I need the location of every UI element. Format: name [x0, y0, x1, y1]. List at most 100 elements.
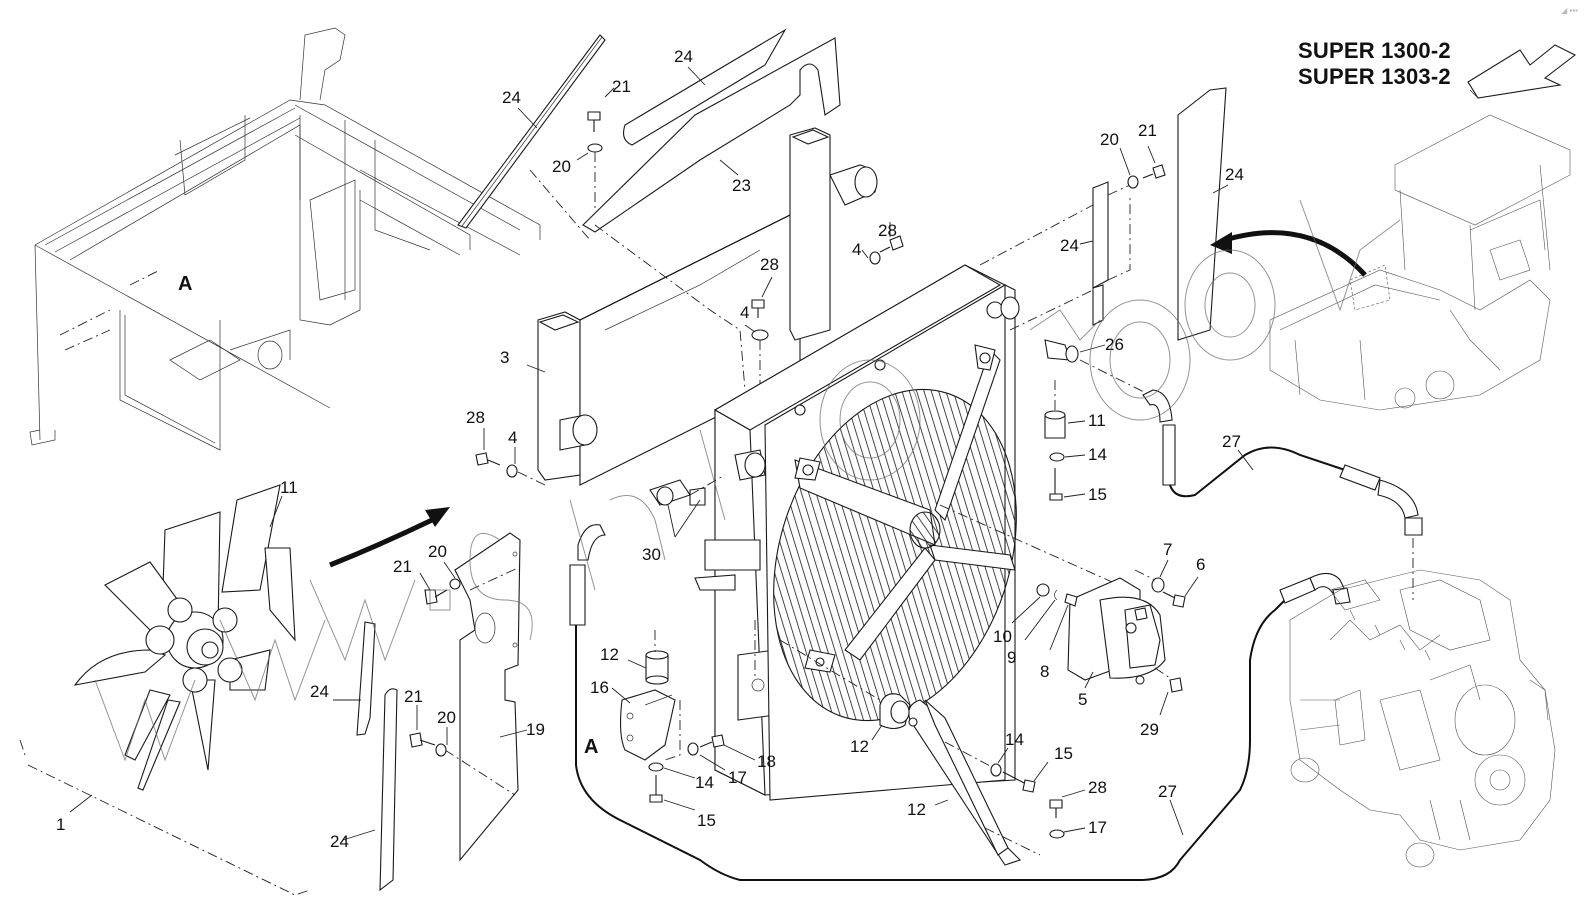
bolt-28-left: [475, 452, 546, 486]
callout-21c[interactable]: 21: [393, 557, 431, 591]
callout-24b[interactable]: 24: [674, 47, 706, 86]
callout-15a[interactable]: 15: [1063, 485, 1107, 504]
callout-label: 21: [1138, 121, 1157, 140]
callout-label: 6: [1196, 555, 1205, 574]
rubber-mount-upper: [1044, 380, 1066, 501]
callout-7[interactable]: 7: [1159, 540, 1172, 578]
callout-25[interactable]: 26: [1079, 335, 1124, 354]
callout-24d[interactable]: 24: [310, 682, 361, 701]
callout-11[interactable]: 11: [269, 478, 298, 528]
callout-20c[interactable]: 20: [428, 542, 456, 579]
strip-23: [1092, 181, 1131, 326]
callout-24c[interactable]: 24: [1212, 165, 1244, 194]
fitting-29: [1154, 667, 1183, 693]
callout-label: 19: [526, 720, 545, 739]
callout-27[interactable]: 27: [1158, 782, 1184, 836]
curved-arrow-icon: [329, 507, 450, 568]
callout-15b[interactable]: 15: [663, 799, 716, 830]
callout-14b[interactable]: 14: [663, 767, 714, 792]
callout-label: 11: [280, 478, 298, 497]
callout-17b[interactable]: 17: [1063, 818, 1107, 837]
callout-label: 24: [310, 682, 329, 701]
callout-16[interactable]: 16: [590, 678, 631, 704]
callout-label: 5: [1078, 690, 1087, 709]
centerline: [1009, 289, 1094, 331]
callout-label: 28: [1088, 778, 1107, 797]
callout-18[interactable]: 18: [723, 744, 776, 771]
callout-20a[interactable]: 20: [552, 152, 589, 176]
view-marker-a-top: A: [178, 273, 192, 295]
seal-strip-lower-b: [379, 688, 398, 892]
callout-20b[interactable]: 20: [1100, 130, 1131, 176]
callout-label: 28: [760, 255, 779, 274]
callout-12b[interactable]: 12: [600, 645, 647, 669]
callout-26[interactable]: 27: [1222, 432, 1254, 471]
callout-label: 12: [850, 737, 869, 756]
callout-9[interactable]: 9: [1007, 599, 1056, 667]
radiator: [694, 264, 1020, 801]
bolt-21-right: [1127, 164, 1166, 189]
hose-27: [569, 524, 1351, 881]
callout-5[interactable]: 5: [1078, 671, 1094, 709]
callout-4b[interactable]: 4: [740, 303, 756, 333]
callout-21a[interactable]: 21: [604, 77, 631, 98]
callout-1[interactable]: 1: [56, 794, 93, 834]
hydraulic-motor: [1067, 577, 1166, 685]
callout-20d[interactable]: 20: [437, 708, 456, 745]
view-marker-a-bottom: A: [584, 736, 598, 758]
callout-label: 29: [1140, 720, 1159, 739]
callout-label: 20: [552, 157, 571, 176]
bolt-28-center: [751, 299, 769, 385]
callout-label: 21: [404, 687, 423, 706]
callout-label: 12: [907, 800, 926, 819]
callout-3[interactable]: 3: [500, 348, 546, 373]
callout-label: 7: [1163, 540, 1172, 559]
callout-23[interactable]: 24: [1060, 236, 1094, 255]
callout-label: 17: [1088, 818, 1107, 837]
callout-8[interactable]: 8: [1040, 604, 1069, 681]
callout-10[interactable]: 10: [993, 596, 1041, 646]
callout-label: 23: [732, 176, 751, 195]
callout-14a[interactable]: 14: [1064, 445, 1107, 464]
callout-label: 20: [1100, 130, 1119, 149]
watermark: [94, 199, 1401, 762]
callout-28a[interactable]: 28: [466, 408, 485, 450]
callout-label: 1: [56, 815, 65, 834]
curved-arrow-machine-icon: [1210, 230, 1367, 277]
callout-13[interactable]: 12: [907, 799, 949, 819]
callout-29[interactable]: 29: [1140, 691, 1169, 739]
callout-label: 15: [1088, 485, 1107, 504]
callout-label: 24: [674, 47, 693, 66]
callout-6[interactable]: 6: [1184, 555, 1205, 597]
hose-26: [1142, 389, 1423, 600]
callout-24e[interactable]: 24: [330, 829, 376, 851]
callout-label: 11: [1088, 411, 1106, 430]
callout-19[interactable]: 19: [499, 720, 545, 739]
callout-label: 28: [466, 408, 485, 427]
callout-12c[interactable]: 12: [850, 724, 883, 756]
callout-14c[interactable]: 14: [997, 730, 1024, 764]
callout-15c[interactable]: 15: [1033, 744, 1073, 782]
callout-30[interactable]: 30: [642, 499, 701, 564]
callout-24a[interactable]: 24: [502, 88, 538, 129]
centerline: [594, 224, 746, 391]
callout-22[interactable]: 23: [719, 159, 751, 195]
centerline: [529, 169, 591, 241]
callout-12a[interactable]: 11: [1067, 411, 1106, 430]
callout-label: 10: [993, 627, 1012, 646]
callout-4c[interactable]: 4: [852, 240, 869, 259]
callout-17a[interactable]: 17: [699, 754, 747, 787]
callout-4a[interactable]: 4: [508, 428, 517, 464]
callout-21d[interactable]: 21: [404, 687, 423, 730]
callout-label: 4: [740, 303, 749, 322]
seal-strip-right: [1177, 87, 1227, 341]
callout-label: 15: [1054, 744, 1073, 763]
callout-21b[interactable]: 21: [1138, 121, 1157, 164]
callout-label: 18: [757, 752, 776, 771]
rubber-mount-lower-right: [779, 639, 911, 730]
fan: [73, 484, 296, 791]
callout-28c[interactable]: 28: [878, 221, 897, 240]
callout-28b[interactable]: 28: [760, 255, 779, 298]
callout-28d[interactable]: 28: [1061, 778, 1107, 798]
